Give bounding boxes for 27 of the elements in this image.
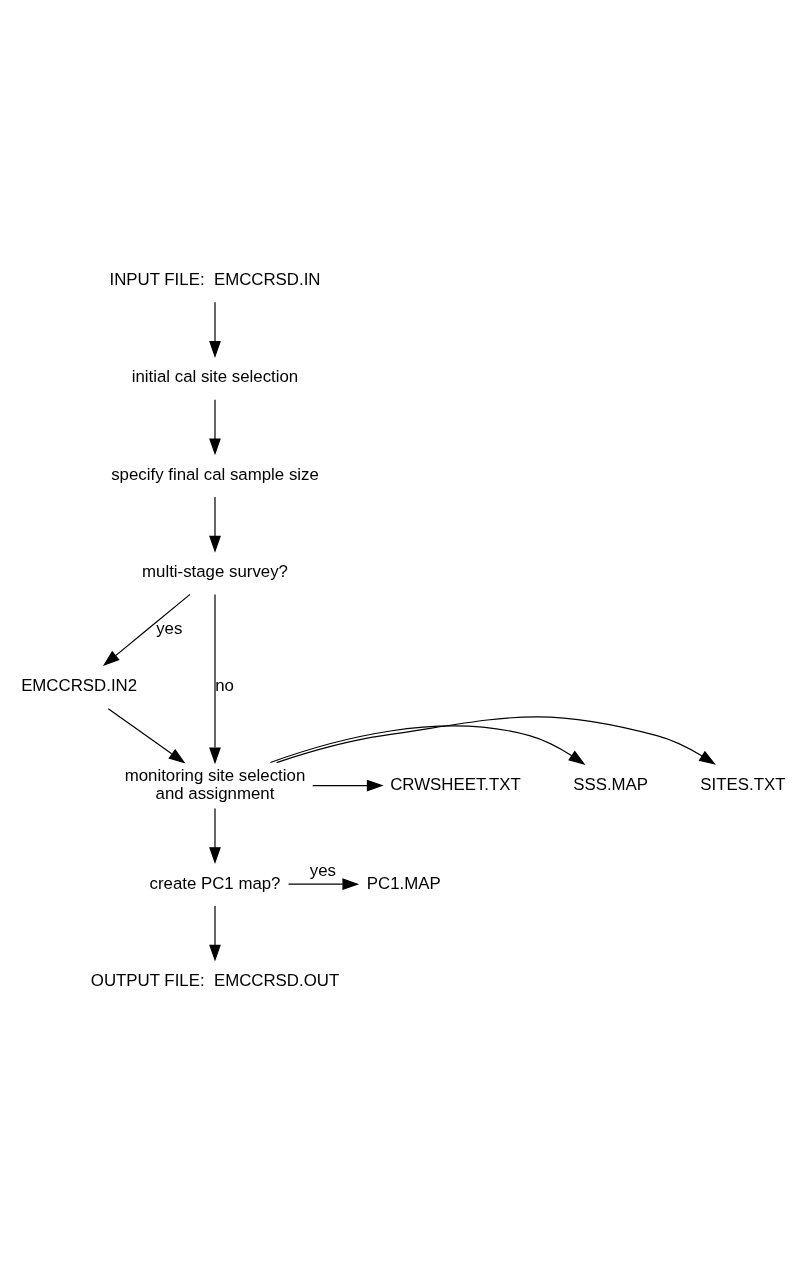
arrow: [209, 807, 221, 864]
arrow: [275, 716, 716, 765]
arrow: [312, 779, 384, 792]
arrow: [287, 878, 360, 891]
arrow: [102, 593, 191, 667]
edge-label: yes: [309, 860, 337, 880]
arrow: [269, 725, 586, 765]
node-text: SITES.TXT: [700, 774, 786, 794]
node-text: monitoring site selection and assignment: [124, 765, 306, 803]
arrow: [209, 399, 221, 456]
node-text: SSS.MAP: [573, 774, 649, 794]
arrow: [107, 708, 186, 764]
arrow: [209, 905, 221, 962]
edge-label: yes: [156, 619, 183, 639]
node-text: EMCCRSD.IN2: [21, 676, 138, 696]
node-text: OUTPUT FILE: EMCCRSD.OUT: [90, 970, 340, 990]
arrow: [209, 496, 221, 553]
node-text: INPUT FILE: EMCCRSD.IN: [109, 269, 321, 289]
arrow: [209, 301, 221, 358]
node-text: CRWSHEET.TXT: [390, 774, 521, 794]
node-text: specify final cal sample size: [111, 464, 319, 484]
node-text: multi-stage survey?: [142, 562, 288, 582]
node-text: create PC1 map?: [149, 873, 281, 893]
arrow: [209, 593, 221, 765]
node-text: PC1.MAP: [366, 873, 441, 893]
edge-label: no: [215, 676, 234, 696]
node-text: initial cal site selection: [131, 367, 299, 387]
